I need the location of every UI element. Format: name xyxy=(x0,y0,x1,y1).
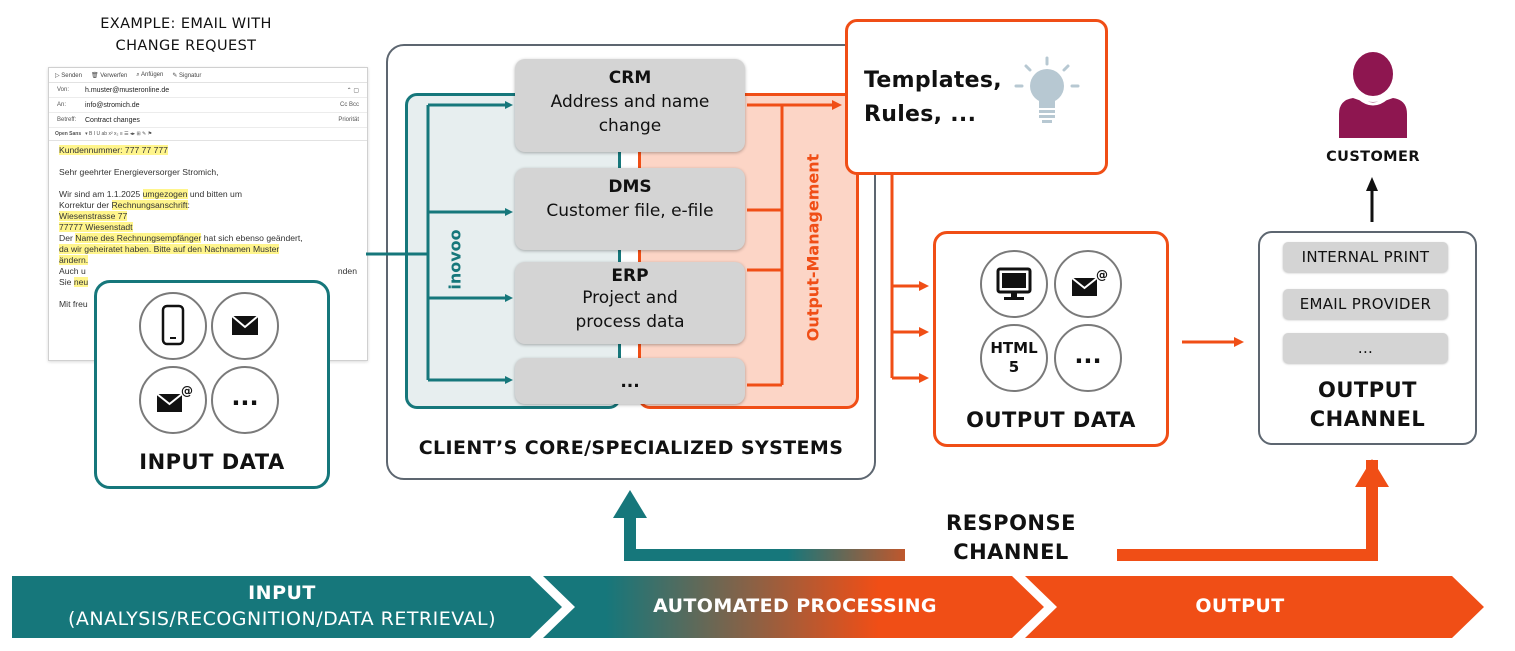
format-toolbar: Open Sans ▾ B I U ab x² x₂ ≡ ☰ ◂▸ ⊞ ✎ ⚑ xyxy=(49,128,367,141)
bar-output-label: OUTPUT xyxy=(1195,595,1285,617)
person-icon xyxy=(1339,52,1407,138)
email-from-row: Von: h.muster@musteronline.de ⌃ ▢ xyxy=(49,83,367,98)
email-to-field[interactable]: info@stromich.de xyxy=(85,101,140,109)
mobile-phone-icon xyxy=(139,292,207,360)
output-channel-title: OUTPUT CHANNEL xyxy=(1309,378,1426,431)
font-select[interactable]: Open Sans xyxy=(55,131,82,137)
channel-internal-print: INTERNAL PRINT xyxy=(1283,242,1448,272)
email-from-field[interactable]: h.muster@musteronline.de xyxy=(85,86,170,94)
signature-button[interactable]: ✎ Signatur xyxy=(172,72,202,79)
inovoo-panel xyxy=(405,93,621,409)
html5-icon: HTML 5 xyxy=(980,324,1048,392)
email-body[interactable]: Kundennummer: 777 77 777 Sehr geehrter E… xyxy=(59,145,357,309)
svg-text:@: @ xyxy=(1096,268,1108,282)
svg-text:@: @ xyxy=(181,384,193,398)
envelope-icon xyxy=(211,292,279,360)
format-icons[interactable]: ▾ B I U ab x² x₂ ≡ ☰ ◂▸ ⊞ ✎ ⚑ xyxy=(85,131,153,137)
output-data-box xyxy=(933,231,1169,447)
send-button[interactable]: ▷ Senden xyxy=(55,72,82,79)
more-icon-output: ... xyxy=(1054,324,1122,392)
channel-more: ... xyxy=(1283,333,1448,363)
input-data-title: INPUT DATA xyxy=(139,450,285,474)
customer-label: CUSTOMER xyxy=(1326,149,1420,165)
templates-text: Templates, Rules, ... xyxy=(864,68,1002,127)
email-to-row: An: info@stromich.de Cc Bcc xyxy=(49,98,367,113)
example-title: EXAMPLE: EMAIL WITH CHANGE REQUEST xyxy=(100,16,272,54)
output-data-title: OUTPUT DATA xyxy=(966,408,1136,432)
channel-email-provider: EMAIL PROVIDER xyxy=(1283,289,1448,319)
email-subject-field[interactable]: Contract changes xyxy=(85,116,140,124)
expand-icon[interactable]: ⌃ ▢ xyxy=(346,87,359,94)
system-more: ... xyxy=(515,358,745,404)
templates-rules-box xyxy=(845,19,1108,175)
email-toolbar: ▷ Senden 🗑 Verwerfen ⌕ Anfügen ✎ Signatu… xyxy=(49,68,367,83)
response-channel-label: RESPONSE CHANNEL xyxy=(905,509,1117,567)
system-dms: DMS Customer file, e-file xyxy=(515,168,745,250)
more-icon: ... xyxy=(211,366,279,434)
email-at-icon-output: @ xyxy=(1054,250,1122,318)
email-at-icon: @ xyxy=(139,366,207,434)
monitor-icon xyxy=(980,250,1048,318)
attach-button[interactable]: ⌕ Anfügen xyxy=(136,71,164,78)
bar-input-label: INPUT (ANALYSIS/RECOGNITION/DATA RETRIEV… xyxy=(67,582,497,630)
core-caption: CLIENT’S CORE/SPECIALIZED SYSTEMS xyxy=(418,437,844,459)
discard-button[interactable]: 🗑 Verwerfen xyxy=(90,72,128,79)
lightbulb-icon xyxy=(1014,56,1080,123)
bar-processing-label: AUTOMATED PROCESSING xyxy=(653,595,937,617)
output-management-panel xyxy=(638,93,859,409)
email-subject-row: Betreff: Contract changes Priorität xyxy=(49,113,367,128)
